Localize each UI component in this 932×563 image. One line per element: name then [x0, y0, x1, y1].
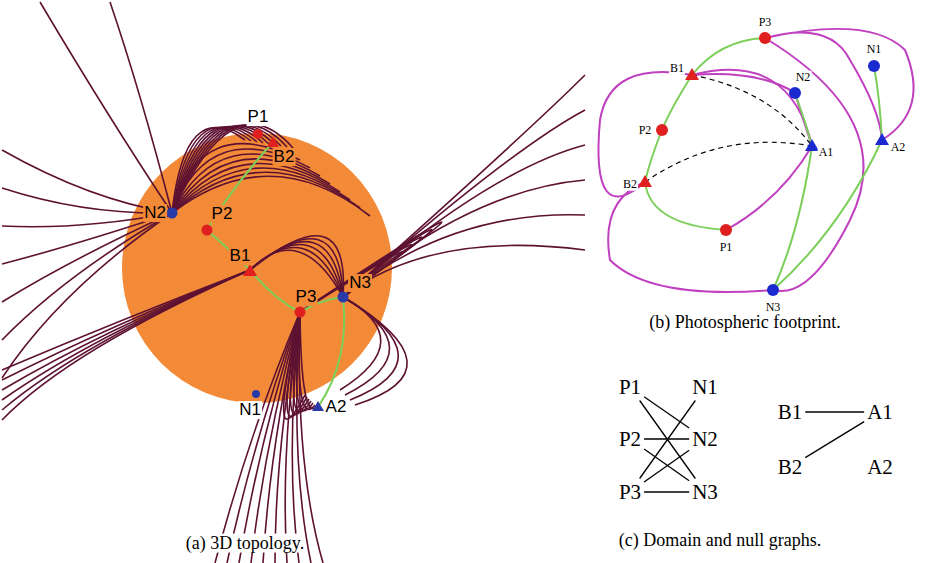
null-label: N3 — [765, 301, 782, 314]
null-label: B2 — [622, 178, 638, 191]
null-label: P3 — [758, 16, 773, 29]
null-label: B1 — [669, 62, 685, 75]
graph-edge — [644, 449, 689, 481]
graph-vertex: N2 — [689, 426, 721, 453]
null-label: N1 — [866, 43, 883, 56]
graph-edge — [644, 491, 689, 492]
vertex-label: A2 — [867, 455, 893, 479]
vertex-label: N3 — [692, 480, 718, 504]
graph-vertex: B2 — [775, 454, 806, 481]
vertex-label: B1 — [778, 400, 803, 424]
null-label: N2 — [143, 204, 167, 222]
graph-edge — [805, 411, 864, 412]
null-label: B1 — [229, 247, 252, 265]
null-label: P3 — [295, 288, 318, 306]
graph-edge — [805, 422, 864, 458]
separator-spines — [207, 142, 344, 407]
null-label: A2 — [890, 141, 907, 154]
graph-edge — [640, 401, 696, 479]
null-label: B2 — [273, 148, 296, 166]
graph-vertex: N3 — [689, 479, 721, 506]
null-label: P1 — [719, 241, 734, 254]
graph-edge — [644, 397, 689, 428]
panel-caption: (b) Photospheric footprint. — [648, 313, 841, 332]
vertex-label: P3 — [619, 480, 641, 504]
graph-vertex: A2 — [864, 454, 896, 481]
null-links — [645, 75, 812, 182]
null-label: N1 — [238, 401, 262, 419]
vertex-label: P1 — [619, 375, 641, 399]
graph-edge — [644, 438, 689, 439]
null-label: N3 — [348, 274, 372, 292]
solar-disc — [122, 133, 392, 403]
graph-vertex: N1 — [689, 374, 721, 401]
vertex-label: P2 — [619, 427, 641, 451]
null-label: P1 — [247, 108, 270, 126]
null-label: A2 — [325, 398, 348, 416]
null-label: N2 — [795, 71, 812, 84]
graph-vertex: P2 — [616, 426, 644, 453]
footprint-markers — [638, 32, 889, 296]
vertex-label: N2 — [692, 427, 718, 451]
graph-edge — [640, 401, 696, 479]
null-label: P2 — [638, 124, 653, 137]
null-markers — [167, 129, 349, 411]
null-label: A1 — [818, 146, 835, 159]
panel-caption: (a) 3D topology. — [185, 534, 305, 553]
vertex-label: B2 — [778, 455, 803, 479]
vertex-label: A1 — [867, 400, 893, 424]
graph-vertex: P1 — [616, 374, 644, 401]
vertex-label: N1 — [692, 375, 718, 399]
null-label: P2 — [211, 205, 234, 223]
field-lines — [2, 2, 585, 563]
graph-vertex: A1 — [864, 399, 896, 426]
footprint-curves — [598, 29, 913, 292]
panel-caption: (c) Domain and null graphs. — [618, 531, 822, 550]
graph-edge — [644, 450, 689, 482]
graph-vertex: P3 — [616, 479, 644, 506]
graph-vertex: B1 — [775, 399, 806, 426]
